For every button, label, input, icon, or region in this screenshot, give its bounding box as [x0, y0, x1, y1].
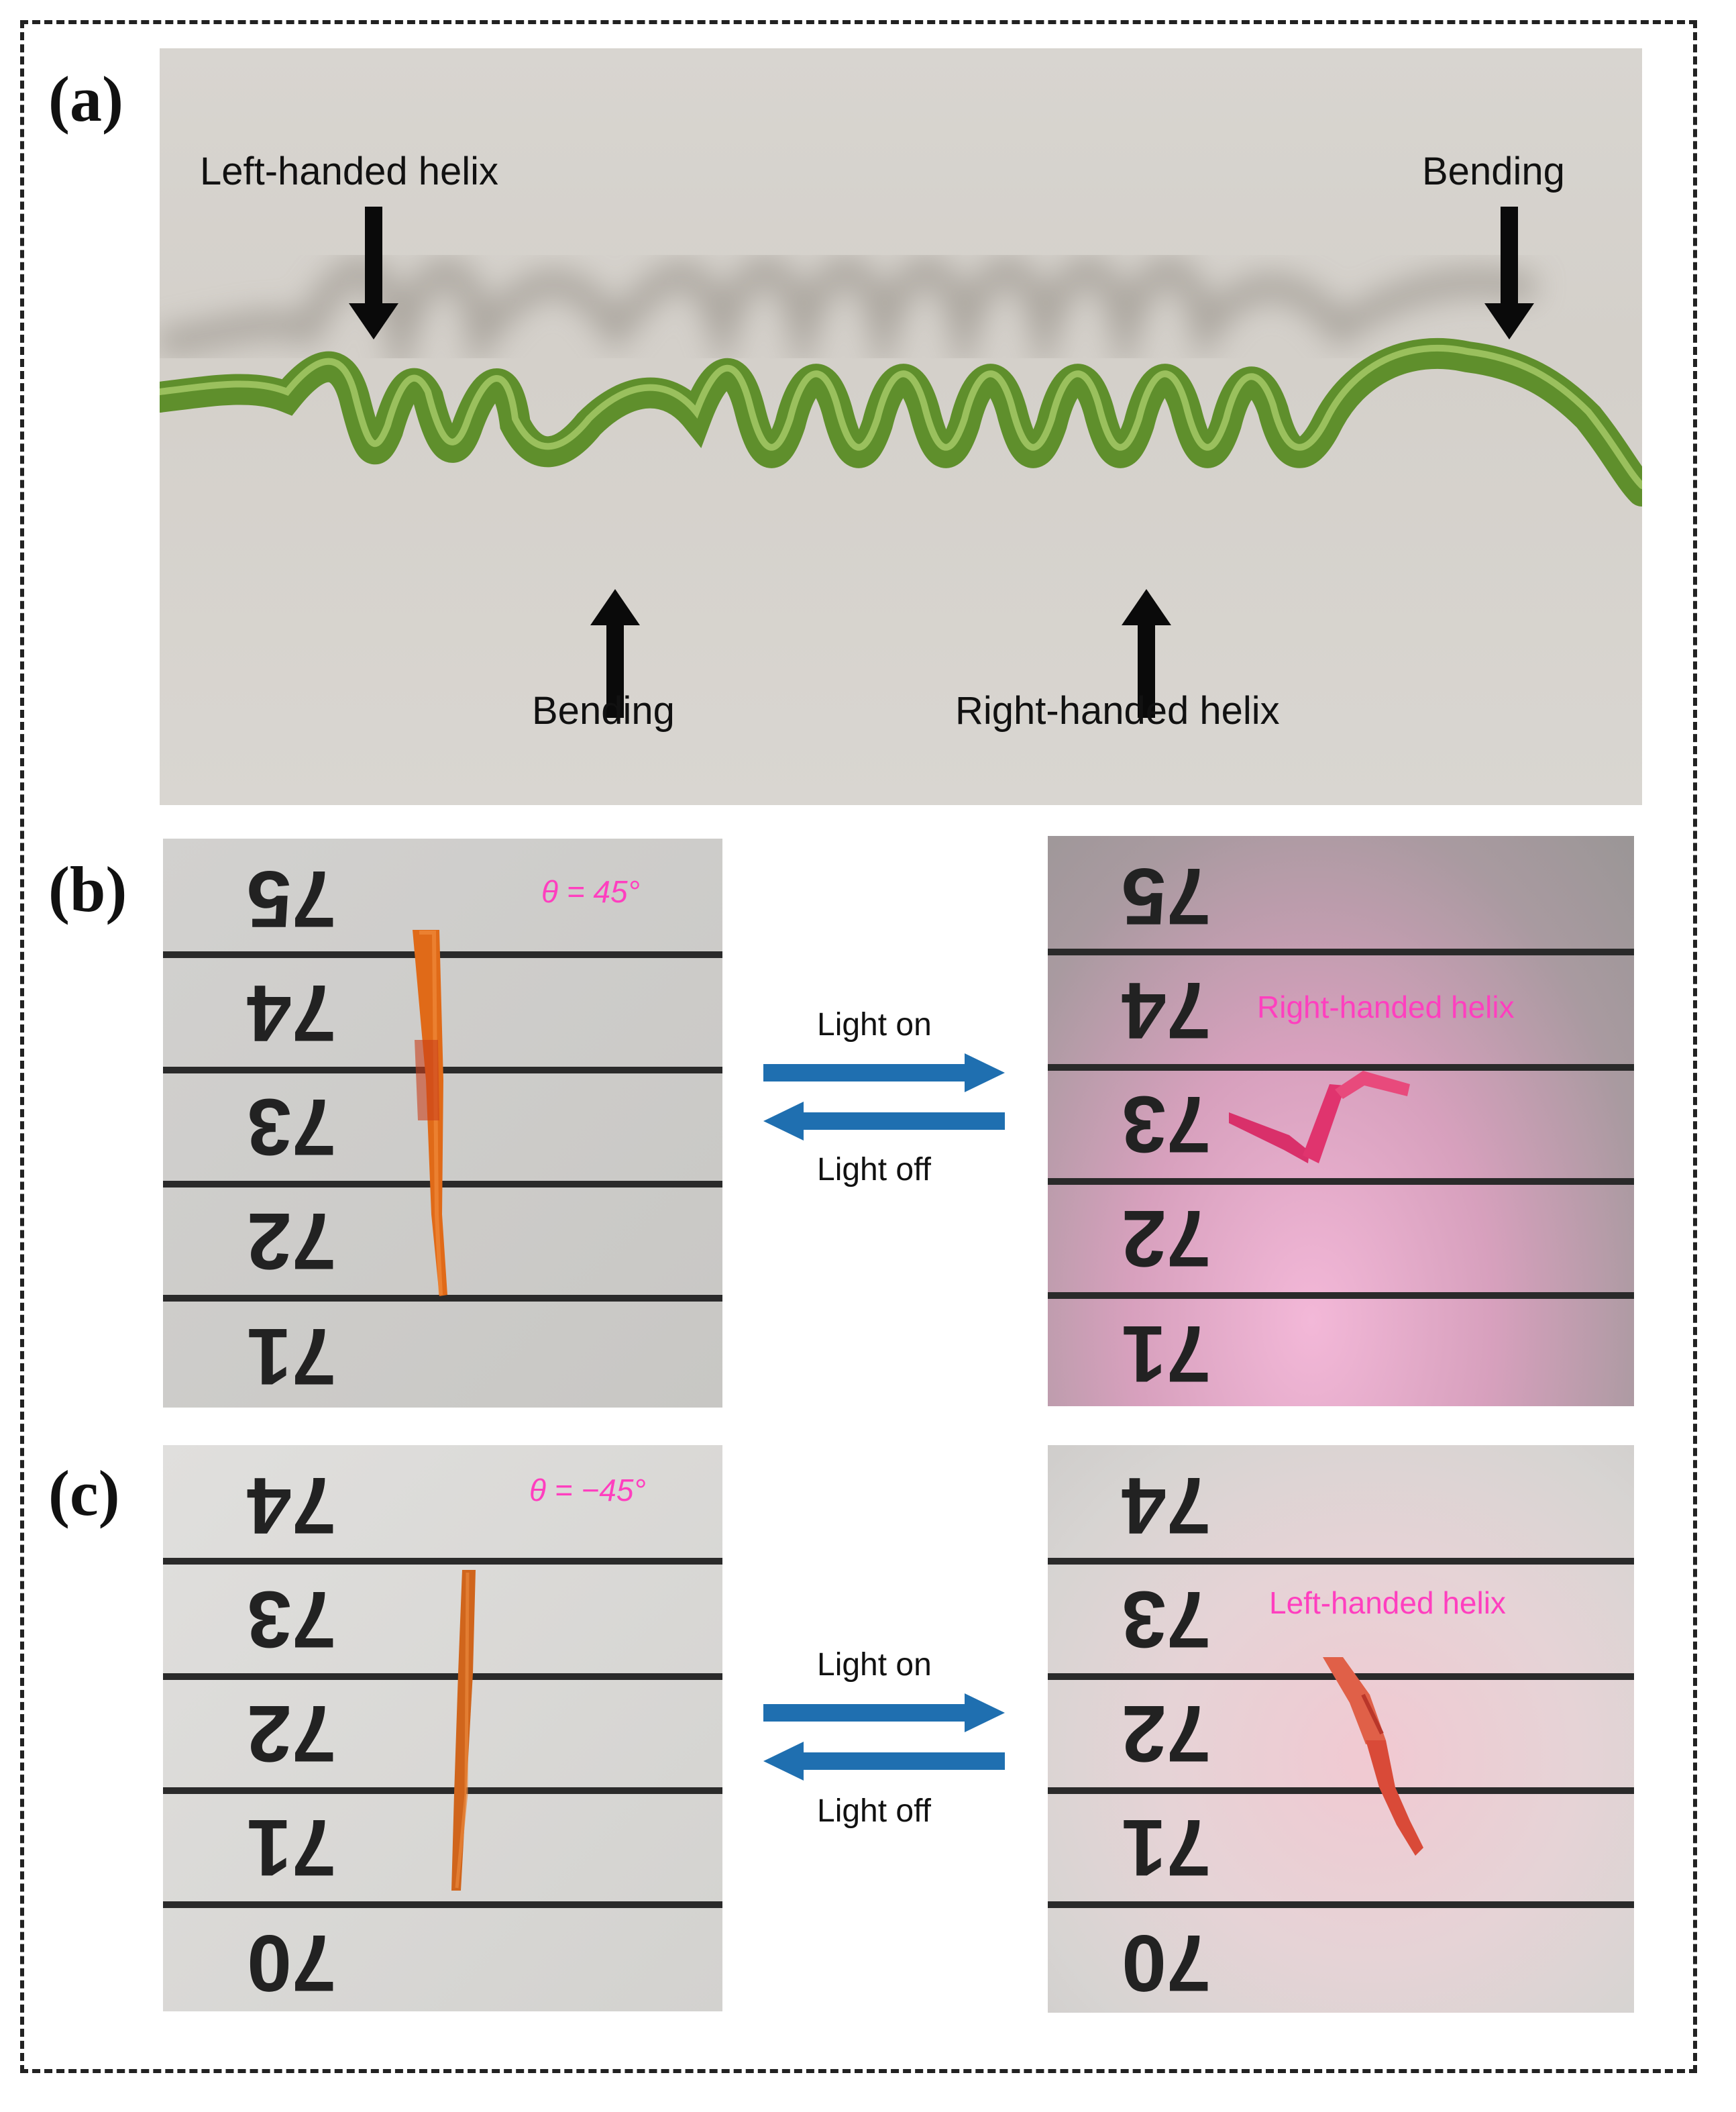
strip-helix-right: [1229, 1071, 1410, 1163]
reversible-arrows-b: [763, 1053, 1005, 1141]
light-on-label: Light on: [817, 1647, 932, 1683]
tendril-illustration: [160, 207, 1642, 718]
light-on-label: Light on: [817, 1007, 932, 1043]
arrow-up-helix: [1122, 589, 1171, 718]
panel-label-c: (c): [48, 1457, 120, 1529]
panel-b-before-photo: 75 74 73 72 71 θ = 45°: [163, 839, 722, 1408]
strip-straight-c: [451, 1570, 476, 1891]
light-off-label: Light off: [817, 1152, 931, 1187]
label-right-handed-helix: Right-handed helix: [955, 689, 1280, 733]
result-label: Right-handed helix: [1257, 990, 1515, 1024]
light-off-label: Light off: [817, 1793, 931, 1829]
strip-straight: [413, 930, 447, 1296]
panel-c-after-photo: 74 73 72 71 70 Left-handed helix: [1048, 1445, 1634, 2013]
angle-label: θ = −45°: [529, 1473, 646, 1508]
figure-frame: [20, 20, 1697, 2073]
result-label: Left-handed helix: [1269, 1585, 1506, 1620]
label-bending-right: Bending: [1422, 150, 1565, 193]
reversible-arrows-c: [763, 1693, 1005, 1781]
label-left-handed-helix: Left-handed helix: [200, 150, 498, 193]
arrow-down-right: [1484, 207, 1534, 339]
arrow-up-bending: [590, 589, 640, 718]
panel-b-after-photo: 75 74 73 72 71 Right-handed helix: [1048, 836, 1634, 1406]
panel-label-b: (b): [48, 853, 127, 925]
label-bending-bottom: Bending: [532, 689, 675, 733]
tendril-photo: Left-handed helix Bending Bending Right-…: [160, 48, 1642, 805]
angle-label: θ = 45°: [541, 874, 640, 909]
strip-helix-left: [1323, 1657, 1423, 1856]
panel-c-before-photo: 74 73 72 71 70 θ = −45°: [163, 1445, 722, 2011]
arrow-down-left: [349, 207, 398, 339]
panel-label-a: (a): [48, 63, 123, 135]
